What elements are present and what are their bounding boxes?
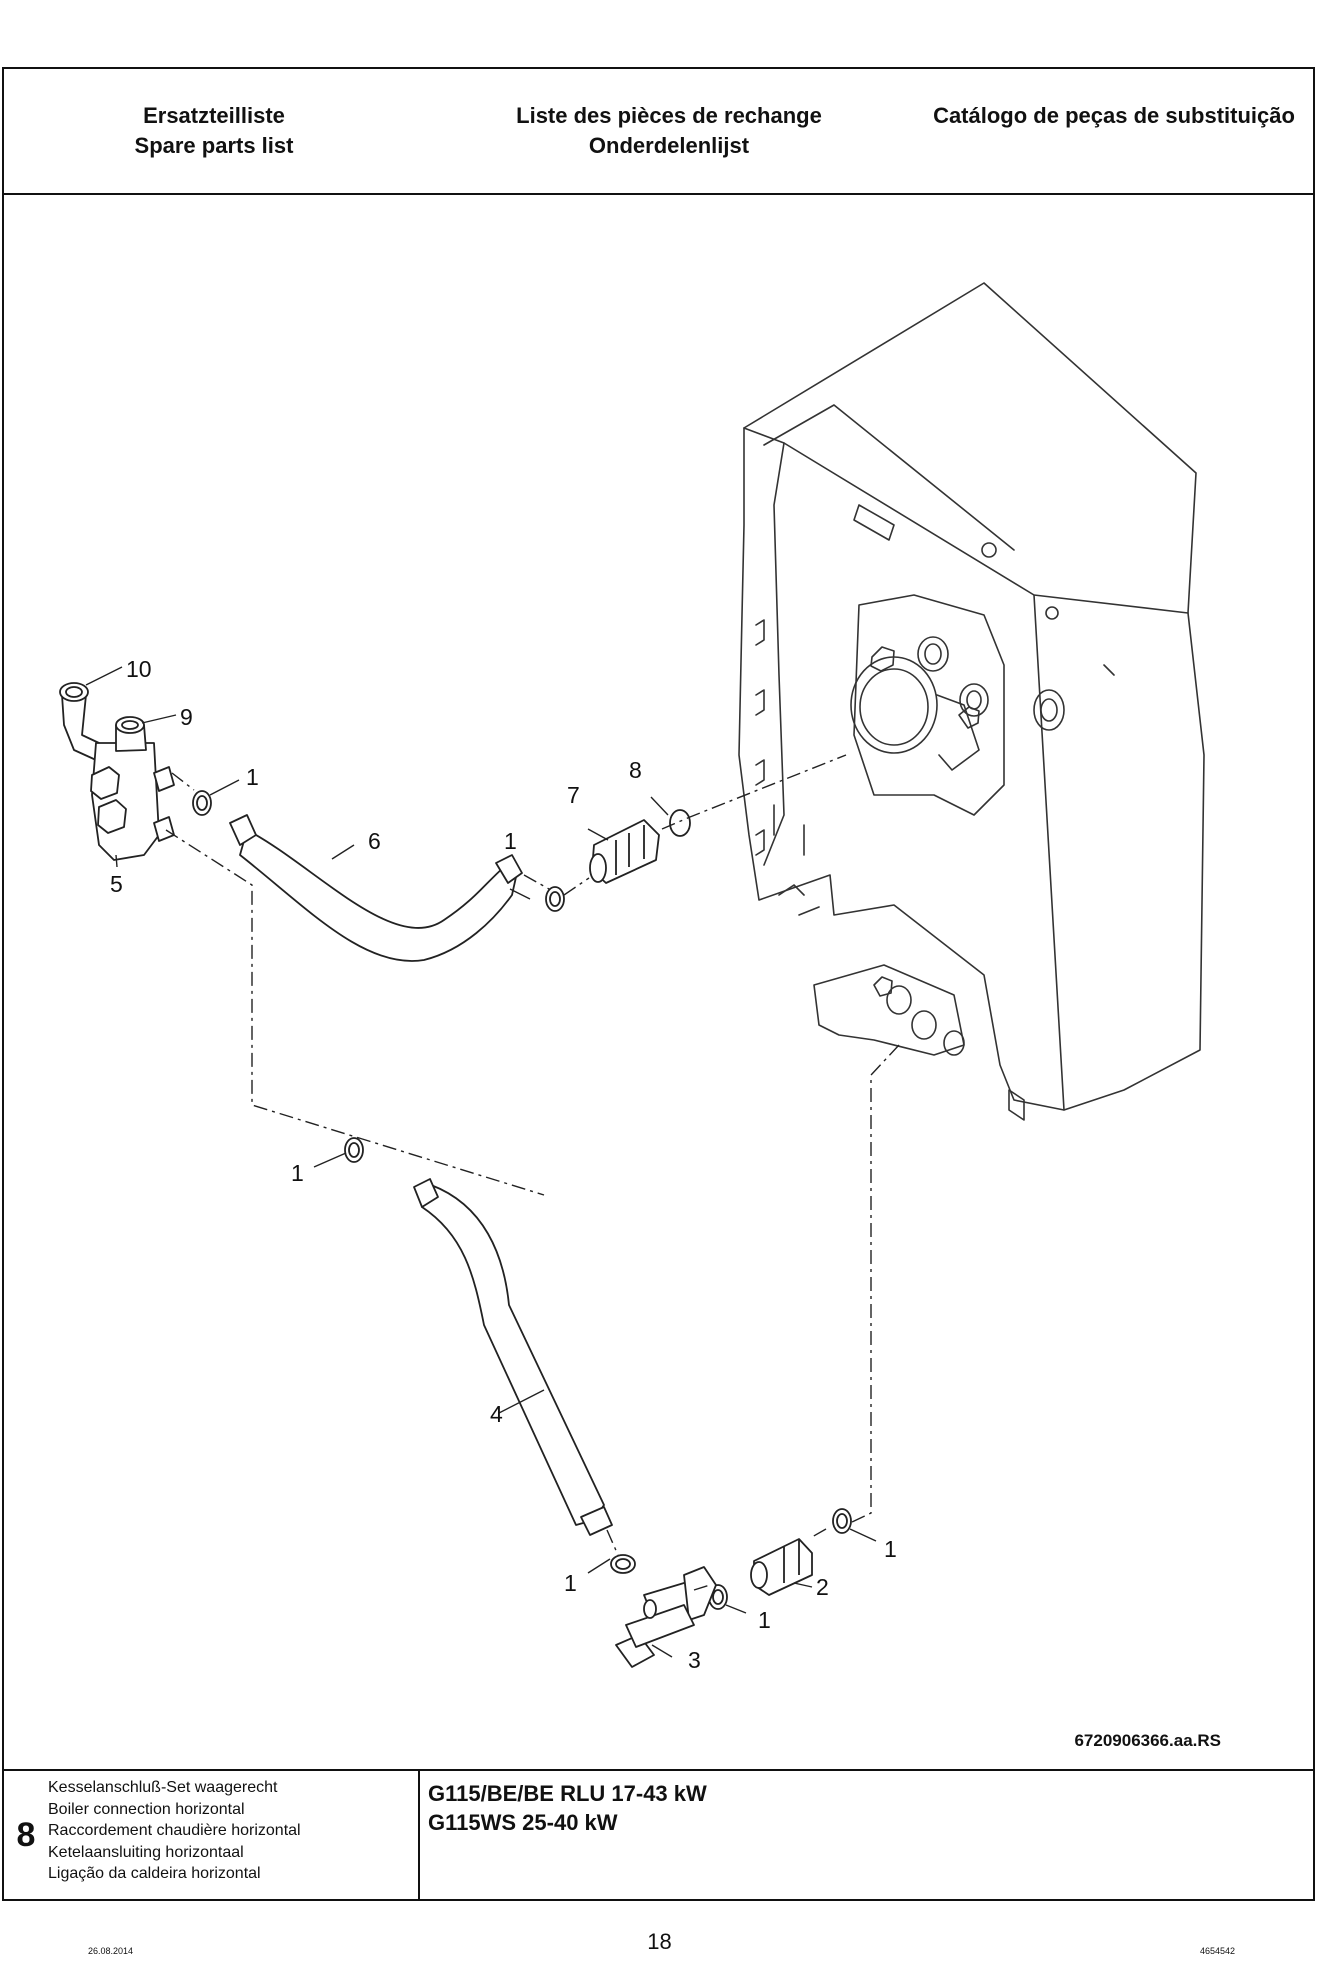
header-title-nl: Onderdelenlijst [588, 133, 750, 158]
description-pt: Ligação da caldeira horizontal [48, 1865, 261, 1882]
fitting-7 [589, 819, 660, 884]
callout-1-f: 1 [758, 1607, 771, 1633]
fitting-2 [750, 1538, 813, 1596]
assembly-lines [165, 754, 900, 1591]
description-de: Kesselanschluß-Set waagerecht [48, 1779, 278, 1796]
exploded-drawing: 10 9 1 5 6 1 7 8 1 4 1 1 2 1 3 672090636… [4, 195, 1313, 1769]
tee-3 [615, 1566, 717, 1668]
header-title-pt-text: Catálogo de peças de substituição [933, 103, 1295, 128]
section-number: 8 [16, 1815, 36, 1854]
gaskets [192, 790, 852, 1610]
boiler-section [738, 282, 1205, 1121]
page-frame: Ersatzteilliste Spare parts list Liste d… [2, 67, 1315, 1901]
header-title-de-en: Ersatzteilliste Spare parts list [79, 101, 349, 161]
document-code: 4654542 [1199, 1946, 1235, 1956]
callout-6: 6 [368, 828, 381, 854]
header-title-en: Spare parts list [134, 133, 294, 158]
page-number: 18 [647, 1929, 672, 1954]
description-fr: Raccordement chaudière horizontal [48, 1822, 301, 1839]
description-nl: Ketelaansluiting horizontaal [48, 1843, 244, 1861]
callout-4: 4 [490, 1401, 503, 1427]
callout-5: 5 [110, 871, 123, 897]
callout-1-a: 1 [246, 764, 259, 790]
footer-block: 8 Kesselanschluß-Set waagerecht Boiler c… [4, 1769, 1313, 1899]
callout-7: 7 [567, 782, 580, 808]
page-date: 26.08.2014 [88, 1946, 134, 1956]
callout-1-d: 1 [564, 1570, 577, 1596]
callout-1-c: 1 [291, 1160, 304, 1186]
header-title-pt: Catálogo de peças de substituição [909, 101, 1319, 131]
pipe-4 [413, 1178, 613, 1536]
callout-3: 3 [688, 1647, 701, 1673]
leader-lines [85, 666, 877, 1658]
header: Ersatzteilliste Spare parts list Liste d… [4, 69, 1313, 195]
callout-8: 8 [629, 757, 642, 783]
callout-1-b: 1 [504, 828, 517, 854]
model-list: G115/BE/BE RLU 17-43 kW G115WS 25-40 kW [428, 1779, 707, 1837]
section-descriptions: Kesselanschluß-Set waagerecht Boiler con… [48, 1777, 414, 1885]
header-title-fr-nl: Liste des pièces de rechange Onderdelenl… [474, 101, 864, 161]
model-1: G115/BE/BE RLU 17-43 kW [428, 1781, 707, 1806]
callout-labels: 10 9 1 5 6 1 7 8 1 4 1 1 2 1 3 [110, 656, 897, 1673]
header-title-de: Ersatzteilliste [143, 103, 285, 128]
parts-left-cluster [59, 682, 175, 861]
header-title-fr: Liste des pièces de rechange [516, 103, 822, 128]
callout-9: 9 [180, 704, 193, 730]
callout-2: 2 [816, 1574, 829, 1600]
callout-10: 10 [126, 656, 152, 682]
footer-divider [418, 1771, 420, 1899]
pipe-6 [229, 814, 523, 962]
model-2: G115WS 25-40 kW [428, 1810, 618, 1835]
drawing-reference: 6720906366.aa.RS [1074, 1731, 1221, 1750]
description-en: Boiler connection horizontal [48, 1800, 245, 1818]
exploded-view-svg: 10 9 1 5 6 1 7 8 1 4 1 1 2 1 3 [59, 282, 1205, 1673]
callout-1-e: 1 [884, 1536, 897, 1562]
